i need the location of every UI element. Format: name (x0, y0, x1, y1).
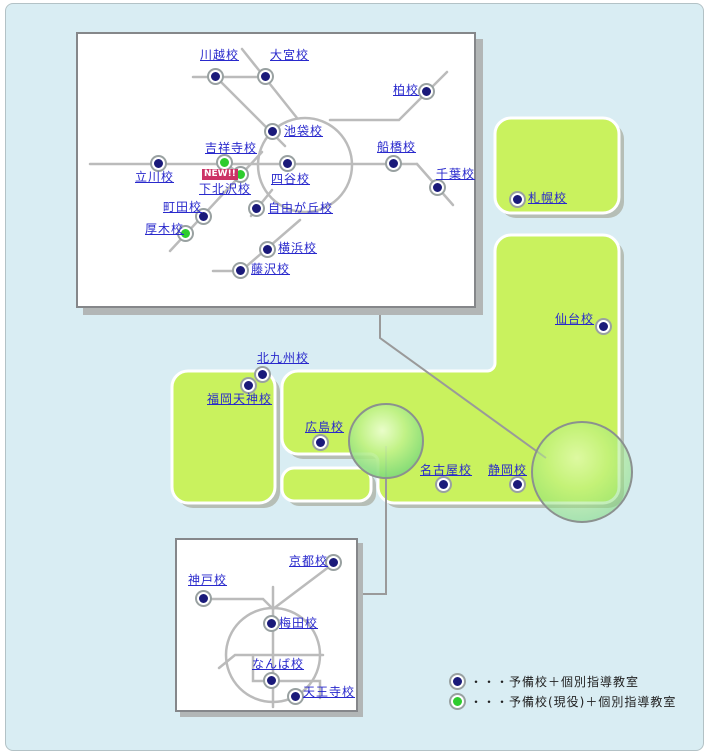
marker-nagoya (437, 478, 450, 491)
school-link-kichijoji[interactable]: 吉祥寺校 (205, 141, 258, 155)
school-link-yotsuya[interactable]: 四谷校 (271, 172, 311, 186)
school-link-sapporo[interactable]: 札幌校 (528, 191, 568, 205)
school-link-atsugi[interactable]: 厚木校 (145, 222, 185, 236)
school-link-tachikawa[interactable]: 立川校 (135, 170, 175, 184)
marker-sendai (597, 320, 610, 333)
marker-ikebukuro (266, 125, 279, 138)
legend-green-dot-icon (451, 695, 464, 708)
school-link-yokohama[interactable]: 横浜校 (278, 241, 318, 255)
school-link-kyoto[interactable]: 京都校 (289, 554, 329, 568)
school-link-chiba[interactable]: 千葉校 (436, 167, 476, 181)
marker-kashiwa (420, 85, 433, 98)
marker-kichijoji (218, 156, 231, 169)
marker-fukuoka-tenjin (242, 379, 255, 392)
marker-kyoto (327, 556, 340, 569)
marker-hiroshima (314, 436, 327, 449)
marker-sapporo (511, 193, 524, 206)
school-link-hiroshima[interactable]: 広島校 (305, 420, 345, 434)
school-link-tennoji[interactable]: 天王寺校 (303, 685, 356, 699)
marker-namba (265, 674, 278, 687)
school-link-funabashi[interactable]: 船橋校 (377, 140, 417, 154)
school-link-fukuoka-tenjin[interactable]: 福岡天神校 (207, 392, 273, 406)
school-link-nagoya[interactable]: 名古屋校 (420, 463, 473, 477)
school-link-kitakyushu[interactable]: 北九州校 (257, 351, 310, 365)
school-link-fujisawa[interactable]: 藤沢校 (251, 262, 291, 276)
school-link-omiya[interactable]: 大宮校 (270, 48, 310, 62)
marker-kobe (197, 592, 210, 605)
marker-kitakyushu (256, 368, 269, 381)
marker-umeda (265, 617, 278, 630)
marker-omiya (259, 70, 272, 83)
school-link-namba[interactable]: なんば校 (252, 657, 305, 671)
marker-yotsuya (281, 157, 294, 170)
legend-navy-dot-icon (451, 675, 464, 688)
marker-tennoji (289, 690, 302, 703)
school-link-sendai[interactable]: 仙台校 (555, 312, 595, 326)
marker-chiba (431, 181, 444, 194)
school-link-shizuoka[interactable]: 静岡校 (488, 463, 528, 477)
school-link-kashiwa[interactable]: 柏校 (393, 83, 420, 97)
school-link-kobe[interactable]: 神戸校 (188, 573, 228, 587)
marker-tachikawa (152, 157, 165, 170)
marker-funabashi (387, 157, 400, 170)
marker-shizuoka (511, 478, 524, 491)
legend-item-current: ・・・予備校(現役)＋個別指導教室 (470, 695, 677, 709)
school-link-ikebukuro[interactable]: 池袋校 (284, 124, 324, 138)
marker-yokohama (261, 243, 274, 256)
school-link-kawagoe[interactable]: 川越校 (200, 48, 240, 62)
marker-jiyugaoka (250, 202, 263, 215)
new-badge: NEW!! (202, 169, 238, 180)
school-link-umeda[interactable]: 梅田校 (279, 616, 319, 630)
marker-fujisawa (234, 264, 247, 277)
legend-item-regular: ・・・予備校＋個別指導教室 (470, 675, 640, 689)
school-link-shimokitazawa[interactable]: 下北沢校 (199, 182, 252, 196)
marker-kawagoe (209, 70, 222, 83)
school-link-machida[interactable]: 町田校 (163, 200, 203, 214)
school-link-jiyugaoka[interactable]: 自由が丘校 (268, 201, 334, 215)
